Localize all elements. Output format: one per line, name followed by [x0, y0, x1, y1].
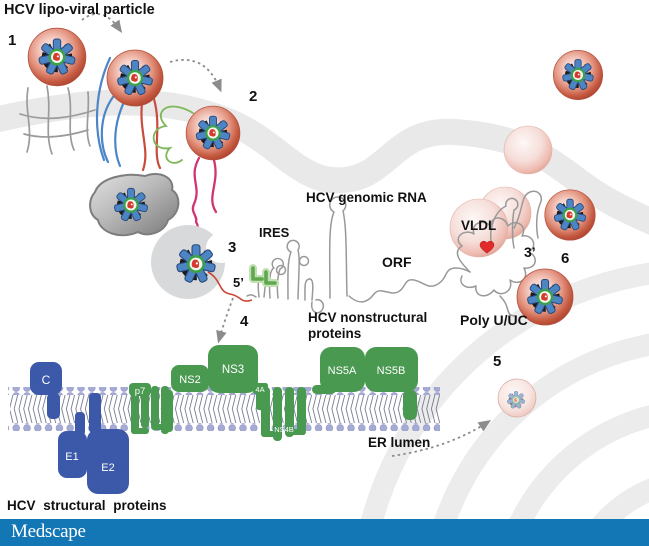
p7-loop	[131, 428, 149, 434]
ns5b-tail-anchor	[403, 390, 417, 420]
ns4b-helix	[297, 387, 306, 433]
rna-tall-stemloop	[328, 196, 348, 299]
arrow-attachment	[81, 13, 123, 33]
diagram-title: HCV lipo-viral particle	[4, 2, 155, 18]
ns5b-protein	[365, 347, 418, 392]
medscape-logo: Medscape	[11, 521, 86, 542]
ns2-protein	[171, 365, 209, 392]
mir122-duplexes	[249, 264, 279, 287]
virion-released-top	[553, 50, 602, 99]
rna-polyuuc-tail	[499, 295, 517, 317]
er-lumen-label: ER lumen	[368, 435, 431, 450]
genomic-rna-heading: HCV genomic RNA	[306, 190, 427, 205]
step-number-5: 5	[493, 353, 502, 370]
step-number-1: 1	[8, 32, 17, 49]
rna-ires-side-loop	[275, 264, 287, 276]
ns5a-label: NS5A	[328, 365, 357, 377]
ns2-label: NS2	[179, 374, 200, 386]
ns5a-protein	[320, 347, 365, 392]
nonstructural-proteins: p7 NS2 NS3 4A NS4B NS5A NS5B	[129, 345, 418, 441]
structural-proteins: C E1 E2	[30, 362, 129, 494]
nonstructural-heading-line2: proteins	[308, 326, 362, 341]
ns4b-helix	[273, 387, 282, 441]
step-number-2: 2	[249, 88, 258, 105]
ns2-tm-helix	[165, 390, 173, 432]
arrow-entry	[169, 58, 222, 93]
rna-ires-stem	[286, 239, 300, 300]
rna-orf-coding-line	[348, 267, 471, 303]
plasma-membrane-band	[0, 89, 649, 235]
virion-step2	[186, 106, 240, 160]
ns4b-loop	[285, 429, 306, 435]
receptor-tails-red	[140, 97, 162, 172]
e2-label: E2	[101, 462, 114, 474]
endosome-uncoating	[151, 225, 253, 302]
ns4b-helix	[261, 387, 270, 437]
structural-heading: HCV structural proteins	[7, 498, 167, 513]
hcv-genomic-rna-structure	[246, 190, 542, 317]
rna-loop-over-vldl	[490, 197, 519, 249]
p7-helix	[151, 386, 159, 428]
e2-stem	[89, 393, 101, 433]
arrow-translation	[216, 297, 234, 344]
background-membrane-bands	[0, 89, 649, 546]
core-protein-anchor	[47, 393, 60, 419]
er-membrane-bilayer	[8, 387, 440, 431]
receptor-tails-blue	[95, 56, 126, 168]
nonstructural-heading-line1: HCV nonstructural	[308, 310, 428, 325]
step-number-4: 4	[240, 313, 249, 330]
rna-3prime-stem	[513, 190, 542, 239]
p7-cap	[129, 383, 151, 396]
p7-label: p7	[135, 386, 146, 397]
poly-uuc-label: Poly U/UC	[460, 312, 528, 328]
virion-step1	[28, 28, 86, 86]
footer-bar: Medscape	[0, 519, 649, 546]
ns4b-loop	[261, 431, 282, 437]
ires-label: IRES	[259, 225, 290, 240]
rna-ires-side-loop	[298, 255, 310, 267]
rna-5prime-tail	[246, 294, 257, 298]
lipid-head-row-bottom	[8, 423, 440, 431]
vldl-label: VLDL	[461, 218, 497, 233]
five-prime-label: 5’	[233, 275, 244, 290]
orf-label: ORF	[382, 254, 412, 270]
rna-3prime-coil	[456, 217, 536, 297]
step-number-3: 3	[228, 239, 237, 256]
core-protein	[30, 362, 62, 395]
step-arrows-dotted	[81, 13, 492, 457]
virion-step1b	[107, 50, 163, 106]
rna-hairpin-2	[268, 257, 284, 299]
ns4b-label: NS4B	[274, 425, 294, 434]
rna-hairpin-3	[304, 278, 314, 301]
e1-label: E1	[65, 451, 78, 463]
e2-protein	[87, 429, 129, 494]
step-number-6: 6	[561, 250, 570, 267]
arrow-assembly	[391, 420, 492, 457]
cell-receptor-strands	[19, 85, 96, 155]
released-rna-strand	[207, 271, 253, 302]
virion-released-mid	[545, 190, 595, 240]
e1-stem	[75, 412, 85, 436]
lipid-droplet	[503, 125, 553, 175]
three-prime-label: 3’	[524, 244, 536, 260]
ns5b-label: NS5B	[377, 365, 406, 377]
p7-helix	[131, 386, 139, 434]
p7-helix	[141, 386, 149, 428]
apoe-heart-icon	[479, 240, 495, 254]
endosome-early	[89, 172, 180, 237]
ns3-label: NS3	[222, 364, 244, 376]
ns4a-label: 4A	[255, 385, 264, 394]
assembling-particle-step5	[497, 378, 537, 418]
rna-bottom-loop	[310, 298, 325, 314]
ns3-protein	[208, 345, 258, 393]
entry-factor-tails-green	[152, 105, 194, 164]
core-protein-label: C	[42, 373, 51, 387]
p7-loop	[151, 424, 169, 430]
e1-protein	[58, 431, 87, 478]
ns4b-helix	[285, 387, 294, 437]
